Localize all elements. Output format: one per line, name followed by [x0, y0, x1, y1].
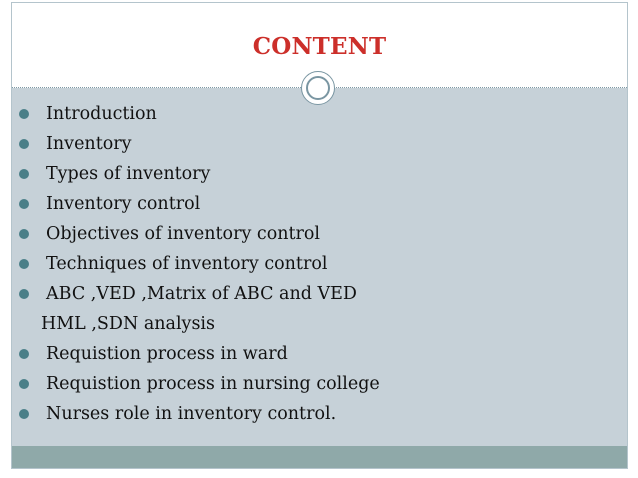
list-item: Introduction	[12, 99, 612, 129]
bullet-icon	[19, 109, 29, 119]
list-item-text: Requistion process in ward	[46, 344, 288, 364]
bullet-icon	[19, 349, 29, 359]
list-item: Requistion process in ward	[12, 339, 612, 369]
slide-title: CONTENT	[252, 33, 387, 60]
list-item-text: Inventory	[46, 134, 132, 154]
bullet-icon	[19, 169, 29, 179]
bullet-icon	[19, 199, 29, 209]
list-item-text: Techniques of inventory control	[46, 254, 328, 274]
list-item: Objectives of inventory control	[12, 219, 612, 249]
list-item-text: Types of inventory	[46, 164, 211, 184]
bullet-icon	[19, 229, 29, 239]
list-item: Types of inventory	[12, 159, 612, 189]
list-item-text: Nurses role in inventory control.	[46, 404, 337, 424]
content-area	[12, 88, 627, 446]
bullet-icon	[19, 409, 29, 419]
bullet-icon	[19, 379, 29, 389]
list-item: ABC ,VED ,Matrix of ABC and VED	[12, 279, 612, 309]
list-item-text: HML ,SDN analysis	[41, 314, 216, 334]
bottom-bar	[12, 446, 627, 468]
emblem-inner-ring	[306, 76, 330, 100]
double-circle-icon	[301, 71, 335, 105]
bullet-icon	[19, 259, 29, 269]
list-item: Techniques of inventory control	[12, 249, 612, 279]
list-item-text: Inventory control	[46, 194, 201, 214]
list-item-text: ABC ,VED ,Matrix of ABC and VED	[46, 284, 357, 304]
list-item: Inventory	[12, 129, 612, 159]
list-item-text: Objectives of inventory control	[46, 224, 321, 244]
list-item: Requistion process in nursing college	[12, 369, 612, 399]
list-item-continuation: HML ,SDN analysis	[12, 309, 612, 339]
list-item: Inventory control	[12, 189, 612, 219]
bullet-icon	[19, 289, 29, 299]
list-item-text: Introduction	[46, 104, 157, 124]
bullet-icon	[19, 139, 29, 149]
list-item: Nurses role in inventory control.	[12, 399, 612, 429]
list-item-text: Requistion process in nursing college	[46, 374, 380, 394]
content-list: Introduction Inventory Types of inventor…	[12, 99, 612, 429]
